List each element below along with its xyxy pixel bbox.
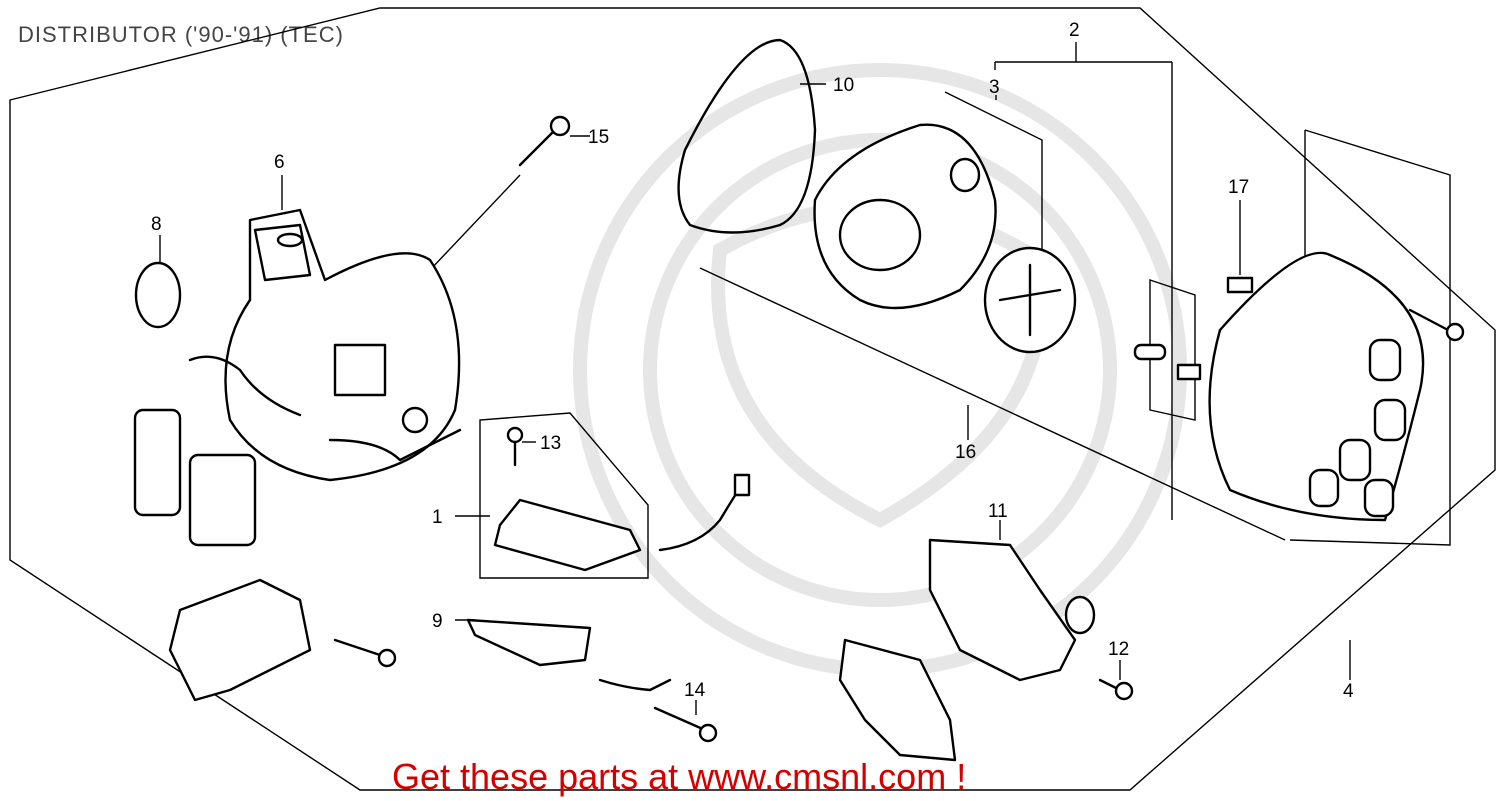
rotor-cover: [813, 123, 997, 310]
callout-12: 12: [1108, 639, 1129, 660]
callout-3: 3: [989, 77, 1000, 98]
callout-13: 13: [540, 433, 561, 454]
callout-1: 1: [432, 507, 443, 528]
cap-bolt: [518, 115, 571, 167]
cap-seal: [677, 38, 817, 234]
callout-14: 14: [684, 680, 706, 701]
harness-clip: [168, 578, 397, 702]
callout-16: 16: [955, 442, 976, 463]
igniter-bracket: [466, 618, 592, 667]
distributor-housing: [224, 208, 461, 482]
callout-labels: 1 2 3 4 6 8 9 10 11 12 13 14 15 16 17: [151, 20, 1354, 702]
callout-2: 2: [1069, 20, 1080, 41]
distributor-cap: [1208, 251, 1425, 522]
wiring-harness: [133, 355, 462, 547]
coil-screw: [1098, 678, 1134, 701]
callout-15: 15: [588, 127, 609, 148]
bracket-bolt: [598, 678, 718, 743]
diagram-title: DISTRIBUTOR ('90-'91) (TEC): [18, 22, 344, 47]
ignition-coil: [928, 538, 1096, 682]
callout-8: 8: [151, 214, 162, 235]
callout-9: 9: [432, 611, 443, 632]
callout-6: 6: [274, 152, 285, 173]
cmsnl-promo-link[interactable]: Get these parts at www.cmsnl.com !: [392, 756, 967, 797]
callout-17: 17: [1228, 177, 1249, 198]
igniter-screw: [506, 426, 524, 467]
callout-11: 11: [988, 501, 1008, 522]
cap-hardware: [1133, 276, 1465, 381]
igniter-module: [493, 473, 751, 572]
callout-10: 10: [833, 75, 854, 96]
o-ring: [134, 261, 182, 329]
assembly-outline: [9, 7, 1496, 791]
rotor: [983, 246, 1077, 354]
callout-4: 4: [1343, 681, 1354, 702]
coil-cover: [838, 638, 957, 762]
